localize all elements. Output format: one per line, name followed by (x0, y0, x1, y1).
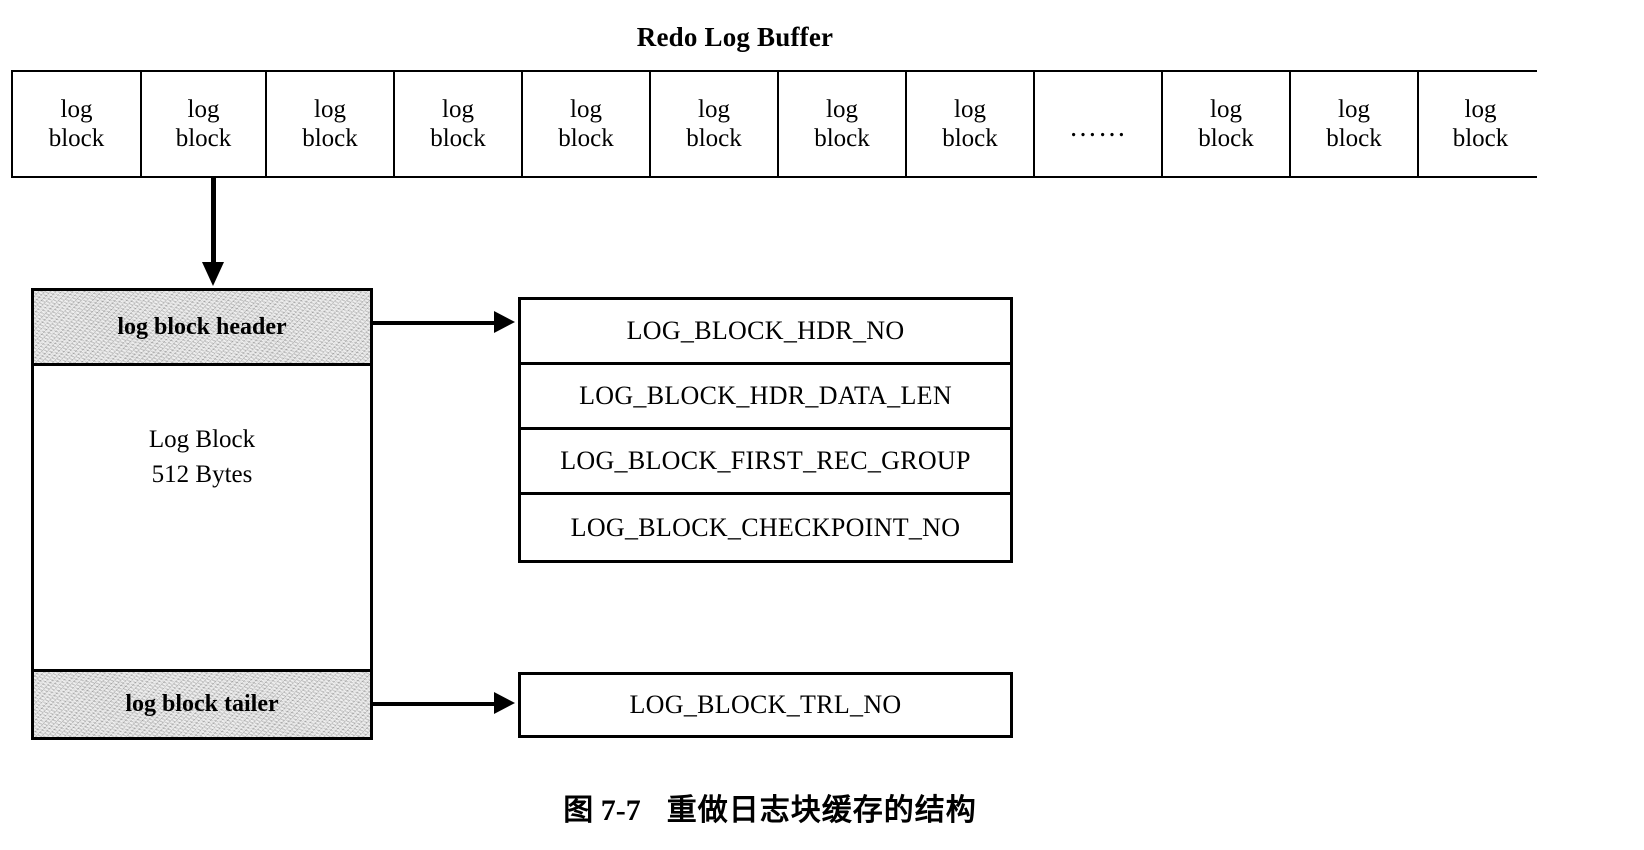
figure-caption-text: 重做日志块缓存的结构 (666, 794, 977, 827)
header-field-row: LOG_BLOCK_FIRST_REC_GROUP (521, 430, 1010, 495)
log-block-cell-line1: log (1338, 95, 1370, 123)
figure-caption: 图 7-7 重做日志块缓存的结构 (0, 785, 1540, 829)
log-block-tailer-label: log block tailer (125, 691, 279, 717)
figure-caption-number: 图 7-7 (563, 794, 641, 827)
log-block-cell-line1: …… (1069, 112, 1127, 144)
log-block-cell-line2: block (1326, 125, 1382, 152)
log-block-cell-line2: block (430, 125, 486, 152)
log-block-cell-line1: log (570, 95, 602, 123)
log-block-cell-line1: log (60, 95, 93, 123)
log-block-cell-line2: block (175, 125, 232, 152)
arrow-header-head-icon (494, 311, 515, 333)
header-field-row: LOG_BLOCK_HDR_DATA_LEN (521, 365, 1010, 430)
log-block-header-section: log block header (34, 291, 370, 366)
arrow-tailer-head-icon (494, 692, 515, 714)
header-field-row: LOG_BLOCK_HDR_NO (521, 300, 1010, 365)
log-block-cell-line1: log (698, 95, 730, 123)
log-block-cell-line2: block (1198, 125, 1254, 152)
log-block-ellipsis-cell: …… (1035, 72, 1163, 176)
arrow-down-head-icon (202, 262, 224, 286)
log-block-detail-box: log block header Log Block 512 Bytes log… (31, 288, 373, 740)
log-block-tailer-section: log block tailer (34, 669, 370, 737)
log-block-cell-line2: block (686, 125, 742, 152)
log-block-header-label: log block header (117, 313, 287, 340)
log-block-body-section: Log Block 512 Bytes (34, 366, 370, 669)
log-block-cell-line1: log (314, 95, 346, 123)
tailer-field-row: LOG_BLOCK_TRL_NO (629, 690, 902, 719)
log-block-cell-line1: log (1210, 95, 1242, 123)
arrow-down-shaft-icon (211, 178, 216, 270)
log-block-body-line1: Log Block (148, 426, 256, 453)
log-block-cell-line2: block (302, 125, 358, 152)
log-block-cell-line1: log (442, 95, 474, 123)
log-block-body-line2: 512 Bytes (151, 460, 253, 488)
log-block-cell-line2: block (942, 125, 998, 152)
log-block-cell-line1: log (187, 95, 220, 123)
log-block-cell-line1: log (1464, 95, 1497, 123)
log-block-cell-line2: block (48, 125, 105, 152)
log-block-cell-line2: block (558, 125, 614, 152)
arrow-tailer-shaft-icon (373, 702, 496, 706)
log-block-cell-line2: block (1452, 125, 1509, 152)
log-block-cell-line1: log (954, 95, 986, 123)
header-field-row: LOG_BLOCK_CHECKPOINT_NO (570, 512, 961, 542)
log-block-tailer-fields-table: LOG_BLOCK_TRL_NO (518, 672, 1013, 738)
log-block-cell-line2: block (814, 125, 870, 152)
buffer-title: Redo Log Buffer (636, 22, 834, 52)
log-block-cell-line1: log (826, 95, 858, 123)
arrow-header-shaft-icon (373, 321, 496, 325)
